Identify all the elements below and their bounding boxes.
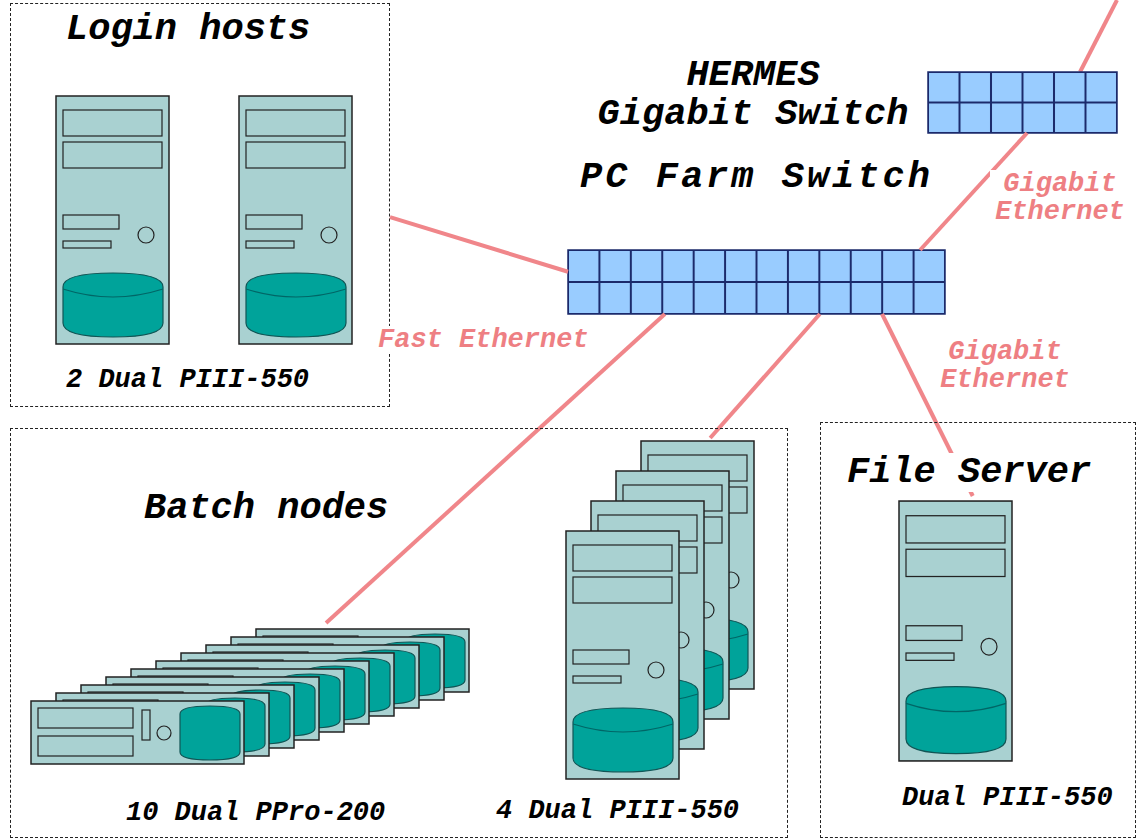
network-link [710, 314, 820, 438]
node-group: 10 Dual PPro-200 4 Dual PIII-550 Batch nod… [10, 428, 788, 838]
tower-pc [566, 531, 679, 779]
machine-count: 2 Dual PIII-550 [66, 366, 309, 394]
network-link [390, 217, 568, 272]
machine-group: 10 Dual PPro-200 [21, 623, 486, 837]
machine-count: 10 Dual PPro-200 [126, 799, 385, 827]
switch-icon [568, 250, 945, 314]
server-group: Dual PIII-550 File Server [820, 422, 1136, 838]
network-link [326, 314, 665, 623]
machine-count: Dual PIII-550 [902, 784, 1113, 812]
machine-group: 4 Dual PIII-550 [491, 438, 751, 836]
switch-label: HERMES Gigabit Switch [588, 56, 918, 134]
server-machine: Dual PIII-550 [894, 496, 1119, 821]
tower-pc [899, 501, 1012, 761]
host-group: Login hosts 2 Dual PIII-550 [10, 3, 390, 407]
switch-icon [928, 72, 1117, 133]
link-label: Gigabit Ethernet [990, 170, 1130, 227]
link-label: Fast Ethernet [378, 326, 589, 354]
tower-pc [239, 96, 352, 344]
uplink-wire [1080, 0, 1117, 72]
group-title: File Server [844, 453, 1094, 492]
network-switch: HERMES Gigabit Switch [928, 72, 1117, 133]
group-title: Login hosts [66, 10, 310, 49]
machine-count: 4 Dual PIII-550 [496, 797, 739, 825]
link-label: Gigabit Ethernet [935, 338, 1075, 395]
desktop-pc [31, 701, 244, 764]
switch-label: PC Farm Switch [553, 158, 960, 197]
network-switch: PC Farm Switch [568, 250, 945, 314]
tower-pc [56, 96, 169, 344]
group-title: Batch nodes [144, 489, 388, 528]
